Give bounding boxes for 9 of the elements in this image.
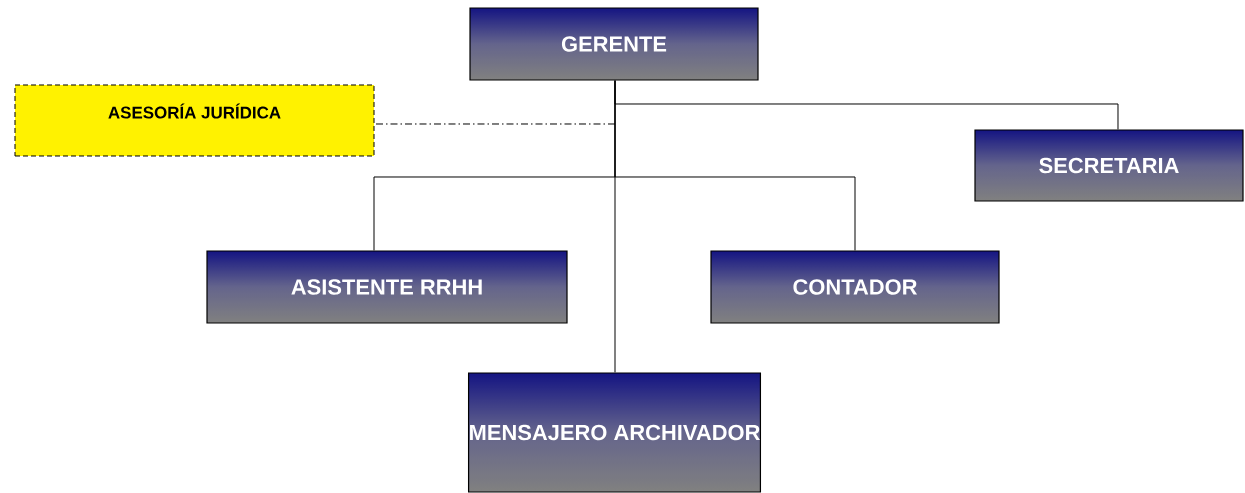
- connector-line: [374, 123, 616, 125]
- org-box: ASISTENTE RRHH: [206, 250, 568, 324]
- org-box: MENSAJERO ARCHIVADOR: [467, 372, 762, 493]
- node-label: ASESORÍA JURÍDICA: [108, 103, 281, 119]
- org-box: CONTADOR: [710, 250, 1000, 324]
- connector-line: [614, 80, 616, 373]
- org-box: SECRETARIA: [974, 129, 1244, 202]
- note-box: [14, 84, 375, 157]
- org-box: GERENTE: [469, 7, 759, 81]
